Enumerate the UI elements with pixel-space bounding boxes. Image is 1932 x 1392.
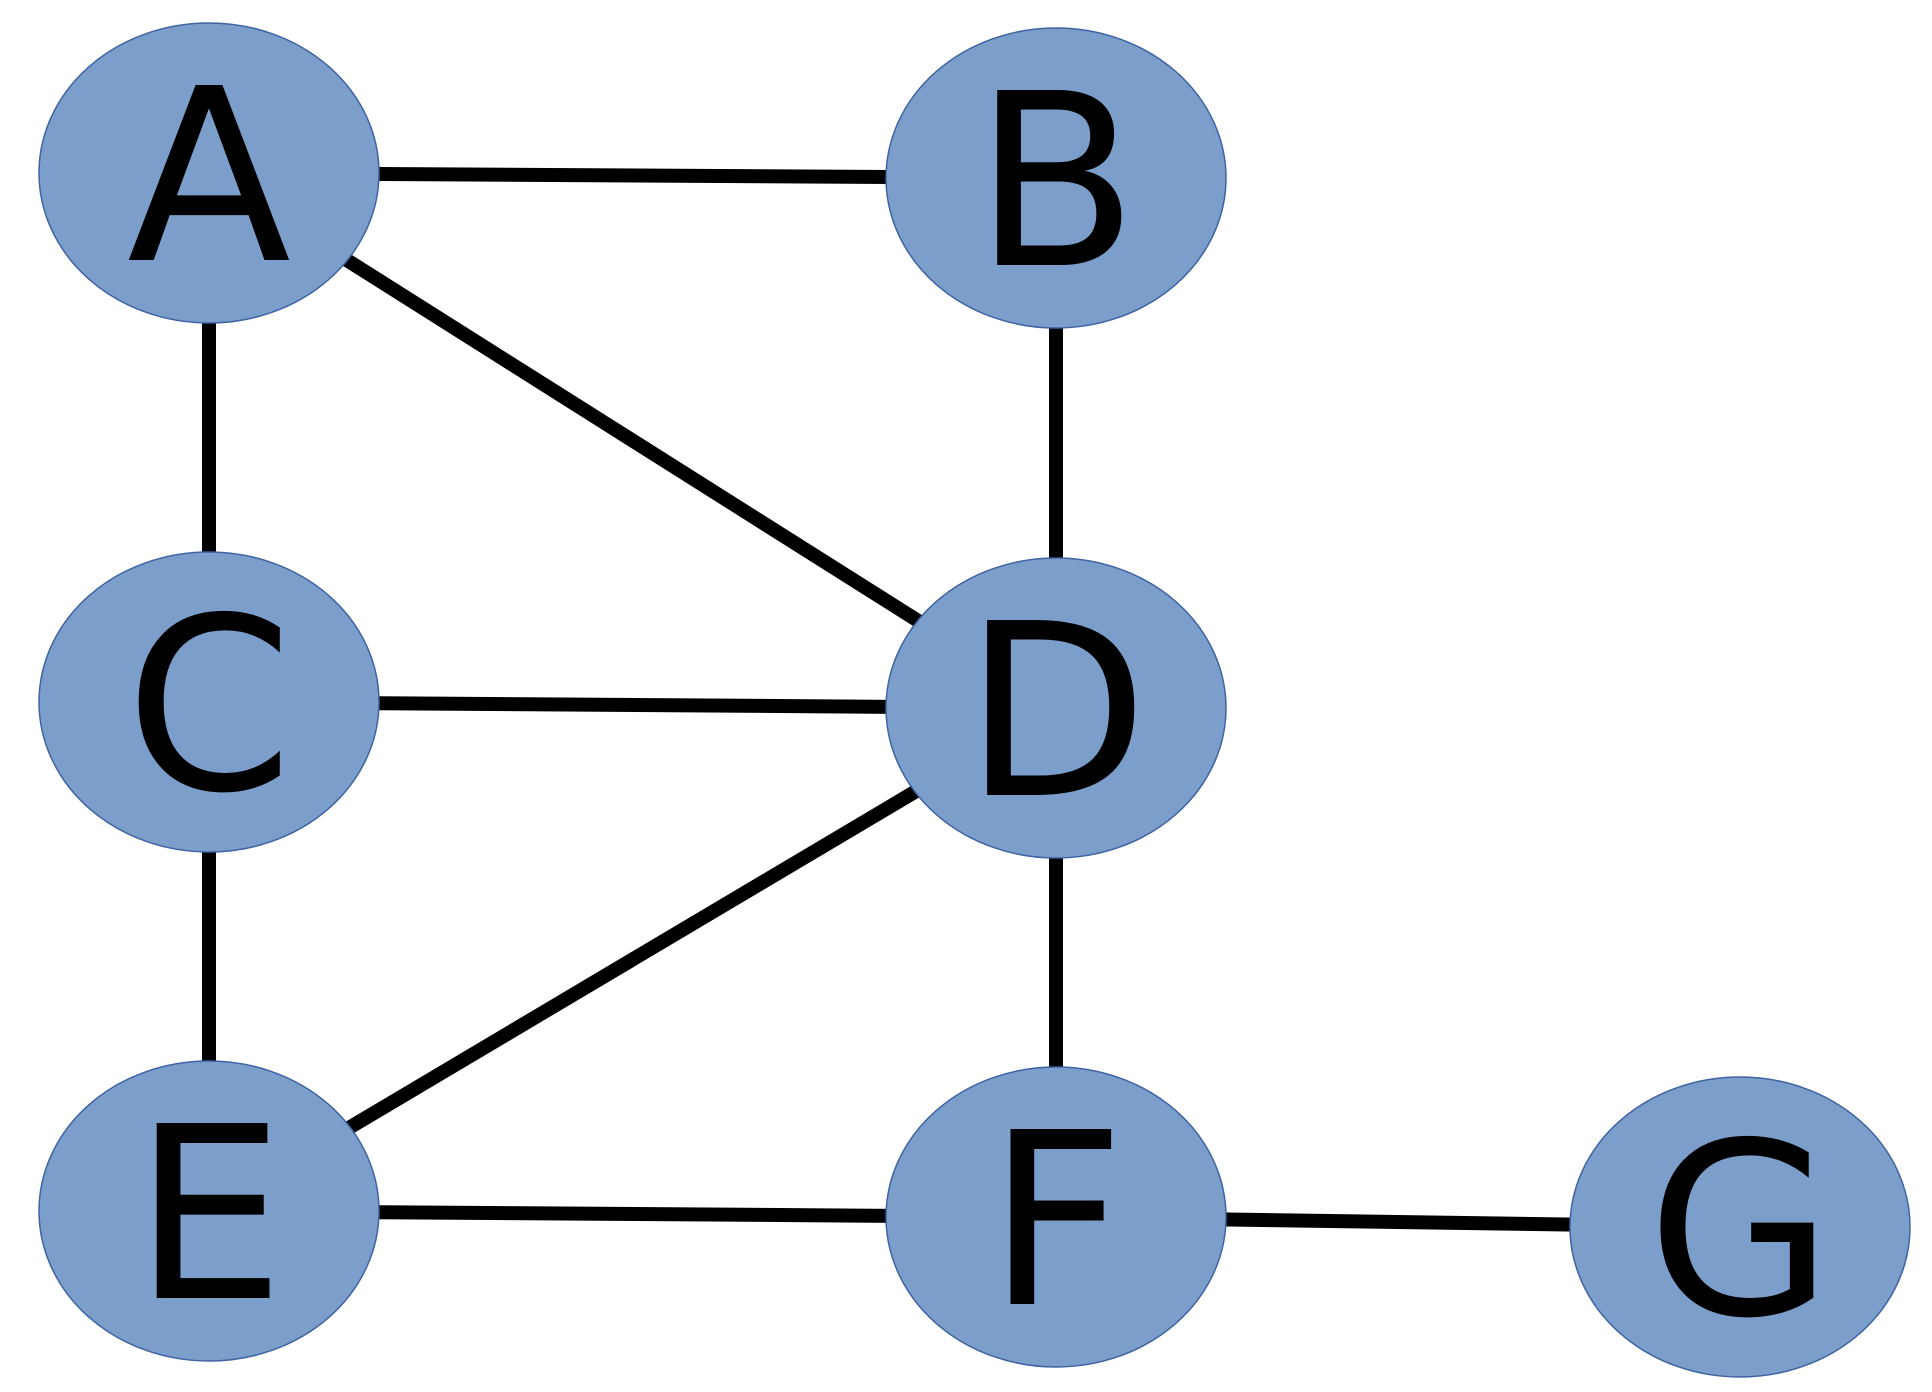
node-g-ellipse [1569, 1076, 1911, 1378]
node-a-ellipse [38, 22, 380, 324]
node-c-ellipse [38, 551, 380, 853]
node-d: D [885, 557, 1227, 859]
node-b: B [885, 27, 1227, 329]
node-e: E [38, 1060, 380, 1362]
node-e-label: E [133, 1075, 285, 1355]
edge-a-d [205, 167, 1060, 714]
node-c: C [38, 551, 380, 853]
node-c-label: C [125, 566, 293, 846]
node-a-label: A [127, 37, 291, 317]
node-b-label: B [974, 42, 1139, 322]
node-a: A [38, 22, 380, 324]
nodes-layer: A B C D E F G [38, 22, 1911, 1378]
node-d-ellipse [885, 557, 1227, 859]
node-f-ellipse [885, 1066, 1227, 1368]
node-g-label: G [1647, 1091, 1833, 1371]
node-f: F [885, 1066, 1227, 1368]
node-g: G [1569, 1076, 1911, 1378]
node-d-label: D [964, 572, 1149, 852]
node-f-label: F [987, 1081, 1125, 1361]
node-b-ellipse [885, 27, 1227, 329]
node-e-ellipse [38, 1060, 380, 1362]
